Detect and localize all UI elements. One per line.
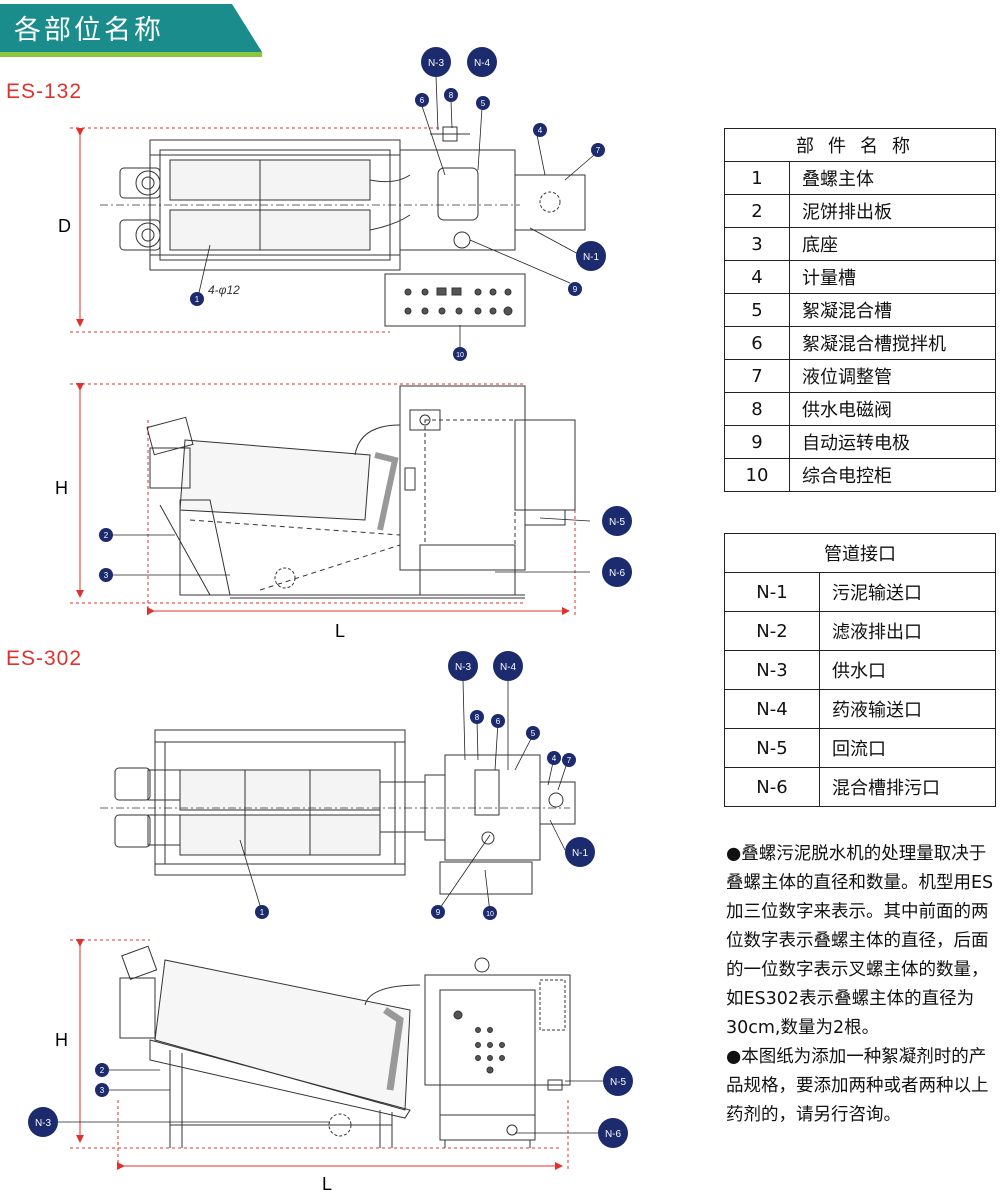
section-title-banner: 各部位名称 xyxy=(0,0,262,57)
part-3-top: 3 xyxy=(104,571,109,580)
note-paragraph: ●叠螺污泥脱水机的处理量取决于叠螺主体的直径和数量。机型用ES加三位数字来表示。… xyxy=(726,844,994,1038)
es302-dimension-lines xyxy=(70,939,569,1170)
es132-dimension-lines xyxy=(70,127,576,615)
part-2-bottom: 2 xyxy=(100,1066,105,1075)
parts-table-header: 部件名称 xyxy=(724,128,996,162)
callout-n6-top: N-6 xyxy=(609,568,626,579)
callout-n3-side: N-3 xyxy=(35,1118,52,1129)
part-9-top: 9 xyxy=(573,285,578,294)
callout-n6-bottom: N-6 xyxy=(605,1129,622,1140)
callout-n3-bottom: N-3 xyxy=(455,662,472,673)
part-6-bottom: 6 xyxy=(496,717,501,726)
banner-shape xyxy=(0,4,262,57)
es302-side-view xyxy=(119,945,571,1148)
dim-label-h2: H xyxy=(55,1030,68,1050)
part-4-bottom: 4 xyxy=(552,754,557,763)
dim-label-d: D xyxy=(58,216,71,236)
callout-n4-top: N-4 xyxy=(474,58,491,69)
part-5-top: 5 xyxy=(481,99,486,108)
dim-label-l1: L xyxy=(335,621,345,641)
note-paragraph: ●本图纸为添加一种絮凝剂时的产品规格，要添加两种或者两种以上药剂的，请另行咨询。 xyxy=(726,1047,989,1125)
es302-top-view xyxy=(100,729,576,895)
part-5-bottom: 5 xyxy=(531,729,536,738)
part-8-bottom: 8 xyxy=(475,713,480,722)
part-1-top: 1 xyxy=(195,295,200,304)
part-7-top: 7 xyxy=(596,146,601,155)
part-7-bottom: 7 xyxy=(567,756,572,765)
part-1-bottom: 1 xyxy=(260,908,265,917)
hole-note: 4-φ12 xyxy=(208,283,240,297)
part-10-bottom: 10 xyxy=(486,911,494,918)
callout-n5-top: N-5 xyxy=(609,517,626,528)
callout-n1-bottom: N-1 xyxy=(572,848,589,859)
part-9-bottom: 9 xyxy=(436,908,441,917)
callout-n3-top: N-3 xyxy=(428,58,445,69)
callout-n5-bottom: N-5 xyxy=(610,1077,627,1088)
section-title: 各部位名称 xyxy=(14,15,164,46)
part-10-top: 10 xyxy=(456,352,464,359)
es132-side-view xyxy=(146,385,576,599)
part-8-top: 8 xyxy=(449,91,454,100)
part-4-top: 4 xyxy=(538,126,543,135)
callout-n1-top: N-1 xyxy=(583,252,600,263)
es132-top-view xyxy=(100,126,586,327)
part-3-bottom: 3 xyxy=(100,1086,105,1095)
part-number-labels: 6 8 5 4 7 9 1 10 2 3 8 6 5 4 7 9 10 1 2 … xyxy=(100,91,601,1095)
callout-circles xyxy=(28,47,633,1148)
pipe-table-header: 管道接口 xyxy=(724,533,996,573)
part-6-top: 6 xyxy=(420,96,425,105)
model-label-bottom: ES-302 xyxy=(6,647,83,670)
dim-label-h1: H xyxy=(55,478,68,498)
callout-n4-bottom: N-4 xyxy=(500,662,517,673)
dim-label-l2: L xyxy=(322,1174,332,1194)
part-2-top: 2 xyxy=(104,531,109,540)
model-label-top: ES-132 xyxy=(6,80,83,103)
leader-lines xyxy=(58,75,605,1134)
callout-labels: N-3 N-4 N-1 N-5 N-6 N-3 N-4 N-1 N-3 N-5 … xyxy=(35,58,627,1140)
notes: ●叠螺污泥脱水机的处理量取决于叠螺主体的直径和数量。机型用ES加三位数字来表示。… xyxy=(726,840,996,1130)
